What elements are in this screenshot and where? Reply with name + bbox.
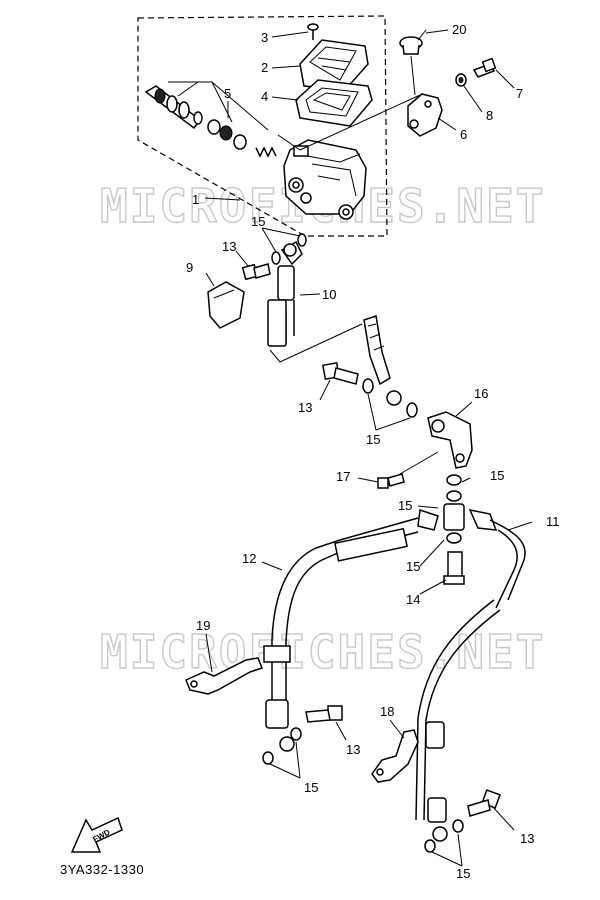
banjo-bolt-part-13-lower-left <box>305 705 343 723</box>
screw-part-3 <box>307 23 319 40</box>
washers-part-15-top <box>271 233 307 265</box>
callout-1: 1 <box>192 192 199 207</box>
callout-8: 8 <box>486 108 493 123</box>
leader-15-left-bottom <box>269 763 301 779</box>
callout-15-lower-right: 15 <box>456 866 470 881</box>
leader-15-right-bottom-b <box>457 833 463 867</box>
leader-master-to-bracket <box>299 94 421 151</box>
callout-11: 11 <box>546 514 560 529</box>
master-cylinder-assembly-box <box>137 15 388 237</box>
leader-15-mid <box>367 393 377 431</box>
callout-13-middle: 13 <box>298 400 312 415</box>
callout-6: 6 <box>460 127 467 142</box>
callout-4: 4 <box>261 89 268 104</box>
callout-7: 7 <box>516 86 523 101</box>
bolt-part-14 <box>443 551 465 585</box>
bolt-part-7 <box>472 57 497 78</box>
callout-15-junction-top: 15 <box>490 468 504 483</box>
bracket-part-6 <box>407 93 443 137</box>
callout-19: 19 <box>196 618 210 633</box>
leader-15-top-b <box>261 227 301 237</box>
callout-15-junction-bottom: 15 <box>406 559 420 574</box>
callout-15-top: 15 <box>251 214 265 229</box>
callout-18: 18 <box>380 704 394 719</box>
brake-hose-part-12 <box>262 508 439 765</box>
drawing-code: 3YA332-1330 <box>60 862 145 877</box>
washers-part-15-junction <box>443 474 465 544</box>
forward-arrow-icon: FWD <box>70 816 123 853</box>
cap-part-20 <box>399 36 423 96</box>
callout-13-lower-right: 13 <box>520 831 534 846</box>
callout-5: 5 <box>224 86 231 101</box>
callout-3: 3 <box>261 30 268 45</box>
callout-10: 10 <box>322 287 336 302</box>
callout-13-lower-left: 13 <box>346 742 360 757</box>
piston-kit-part-5 <box>144 81 277 158</box>
banjo-bolt-part-13-middle <box>322 362 359 385</box>
leader-15-left-bottom-b <box>295 741 301 779</box>
callout-leaders <box>205 29 533 831</box>
master-cylinder-body-part-1 <box>283 139 367 220</box>
banjo-bolt-part-13-lower-right <box>467 789 501 817</box>
clamp-part-18 <box>371 729 419 783</box>
leader-1 <box>204 197 241 201</box>
leader-15-mid-b <box>375 417 411 431</box>
leader-15-top <box>261 227 277 253</box>
watermark-bottom: MICROFICHES.NET <box>100 625 545 679</box>
leader-15-right-bottom <box>431 851 463 867</box>
callout-15-lower-left: 15 <box>304 780 318 795</box>
washers-part-15-middle <box>362 378 418 418</box>
callout-15-junction-left: 15 <box>398 498 412 513</box>
callout-14: 14 <box>406 592 420 607</box>
washer-part-8 <box>455 73 467 87</box>
callout-12: 12 <box>242 551 256 566</box>
leader-1b <box>277 134 301 151</box>
reservoir-cap-part-2 <box>299 39 369 91</box>
callout-13-top: 13 <box>222 239 236 254</box>
callout-2: 2 <box>261 60 268 75</box>
callout-9: 9 <box>186 260 193 275</box>
callout-17: 17 <box>336 469 350 484</box>
bolt-part-17 <box>377 473 405 489</box>
brake-hose-part-10 <box>267 240 402 406</box>
cover-part-9 <box>207 281 245 329</box>
callout-20: 20 <box>452 22 466 37</box>
joint-part-16 <box>399 411 473 475</box>
callout-15-middle: 15 <box>366 432 380 447</box>
brake-hose-part-11 <box>415 508 526 853</box>
clamp-part-19 <box>185 657 263 695</box>
diaphragm-part-4 <box>295 79 373 127</box>
callout-16: 16 <box>474 386 488 401</box>
banjo-bolt-part-13-top <box>241 263 271 281</box>
